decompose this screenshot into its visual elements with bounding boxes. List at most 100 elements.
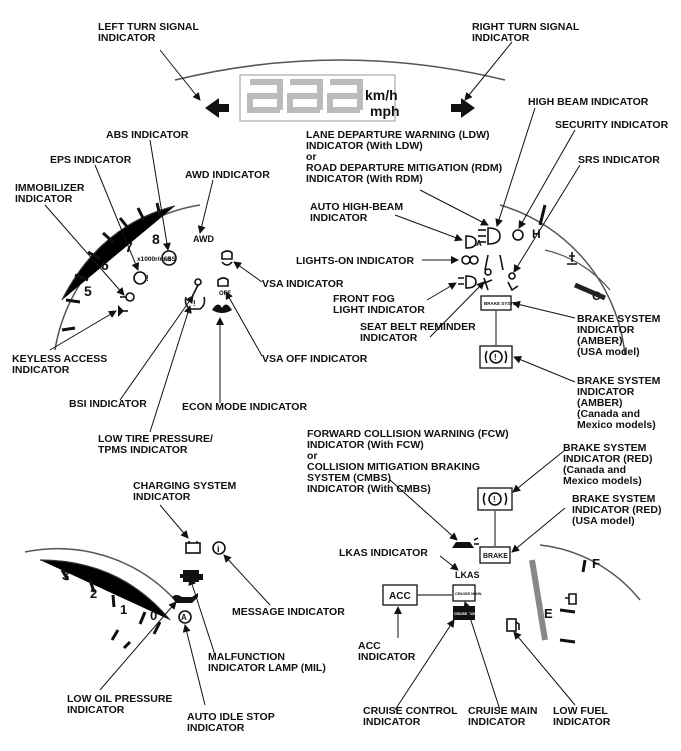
brake-system-amber-usa-icon: BRAKE SYSTEM <box>480 295 520 311</box>
label-line: CHARGING SYSTEM <box>133 480 237 492</box>
label-line: LEFT TURN SIGNAL <box>98 21 199 33</box>
right-icons: A BRAKE SYSTEM ! <box>458 227 524 369</box>
label-eps: EPS INDICATOR <box>50 154 132 166</box>
tachometer: 5 6 7 8 x1000r/min <box>54 202 201 351</box>
svg-text:A: A <box>476 239 482 248</box>
tach-ticks <box>61 202 162 332</box>
coolant-temp-icon <box>567 252 577 265</box>
label-low-tire: LOW TIRE PRESSURE/TPMS INDICATOR <box>98 433 213 456</box>
label-line: INDICATOR (With FCW) <box>307 439 424 451</box>
battery-icon <box>185 541 201 554</box>
label-line: (USA model) <box>577 346 640 358</box>
bsi-icon <box>191 278 202 298</box>
label-line: LOW FUEL <box>553 705 608 717</box>
label-ldw: LANE DEPARTURE WARNING (LDW)INDICATOR (W… <box>306 129 502 185</box>
front-fog-icon <box>458 275 477 289</box>
temp-needle <box>574 282 606 301</box>
label-line: VSA INDICATOR <box>262 278 344 290</box>
svg-text:BRAKE SYSTEM: BRAKE SYSTEM <box>484 301 520 306</box>
engine-icon <box>180 570 203 582</box>
oil-can-icon <box>172 593 198 603</box>
svg-text:CRUISE MAIN: CRUISE MAIN <box>455 591 482 596</box>
label-line: INDICATOR LAMP (MIL) <box>208 662 326 674</box>
speed-unit-mph: mph <box>370 103 400 119</box>
high-beam-icon <box>478 227 501 245</box>
label-line: INDICATOR <box>472 32 530 44</box>
tach-scale-label: x1000r/min <box>137 256 171 263</box>
tach-number-6: 6 <box>101 257 109 273</box>
acc-icon: ACC <box>382 584 418 606</box>
label-line: BSI INDICATOR <box>69 398 147 410</box>
label-line: MALFUNCTION <box>208 651 285 663</box>
svg-text:!: ! <box>493 495 496 504</box>
temperature-gauge: H C <box>499 204 626 356</box>
svg-text:!: ! <box>494 353 497 362</box>
label-line: AUTO IDLE STOP <box>187 711 275 723</box>
vsa-icon <box>221 250 233 266</box>
right-turn-arrow-icon <box>451 98 475 118</box>
label-line: LIGHT INDICATOR <box>333 304 425 316</box>
label-line: INDICATOR <box>363 716 421 728</box>
label-line: FRONT FOG <box>333 293 395 305</box>
label-line: INDICATOR <box>15 193 73 205</box>
temp-h: H <box>532 227 541 241</box>
label-line: Mexico models) <box>577 419 656 431</box>
label-fcw: FORWARD COLLISION WARNING (FCW)INDICATOR… <box>307 428 509 495</box>
label-line: INDICATOR <box>358 651 416 663</box>
label-line: Mexico models) <box>563 475 642 487</box>
label-line: RIGHT TURN SIGNAL <box>472 21 580 33</box>
label-line: TPMS INDICATOR <box>98 444 188 456</box>
low-tire-pressure-icon: ! <box>184 296 206 310</box>
label-abs: ABS INDICATOR <box>106 129 189 141</box>
label-line: IMMOBILIZER <box>15 182 85 194</box>
label-line: COLLISION MITIGATION BRAKING <box>307 461 480 473</box>
leader-arrows <box>44 41 581 711</box>
label-line: LKAS INDICATOR <box>339 547 428 559</box>
svg-text:CRUISE CONTROL: CRUISE CONTROL <box>454 612 486 616</box>
label-vsa-off: VSA OFF INDICATOR <box>262 353 368 365</box>
lower-icons: i A BRAKE ! LKAS ACC CR <box>172 487 520 632</box>
lights-on-icon <box>461 255 479 265</box>
label-line: SECURITY INDICATOR <box>555 119 669 131</box>
label-line: KEYLESS ACCESS <box>12 353 107 365</box>
message-icon: i <box>212 541 226 555</box>
label-line: or <box>307 450 318 462</box>
fuel-e: E <box>544 606 553 621</box>
eps-icon: ! <box>133 271 149 285</box>
label-line: INDICATOR <box>360 332 418 344</box>
label-line: INDICATOR <box>98 32 156 44</box>
svg-text:!: ! <box>193 299 196 308</box>
label-line: INDICATOR <box>577 324 635 336</box>
label-line: ABS INDICATOR <box>106 129 189 141</box>
lower-tachometer: 3 2 1 0 <box>24 547 176 650</box>
label-line: SRS INDICATOR <box>578 154 660 166</box>
svg-text:i: i <box>217 544 220 554</box>
label-line: (AMBER) <box>577 397 623 409</box>
keyless-access-icon <box>118 305 128 317</box>
label-line: FORWARD COLLISION WARNING (FCW) <box>307 428 509 440</box>
label-line: CRUISE MAIN <box>468 705 537 717</box>
label-line: AWD INDICATOR <box>185 169 270 181</box>
ldw-icon <box>484 254 504 271</box>
label-bsi: BSI INDICATOR <box>69 398 147 410</box>
label-line: LANE DEPARTURE WARNING (LDW) <box>306 129 490 141</box>
lower-tach-2: 2 <box>90 586 97 601</box>
label-line: INDICATOR <box>133 491 191 503</box>
label-line: ROAD DEPARTURE MITIGATION (RDM) <box>306 162 502 174</box>
svg-text:ABS: ABS <box>163 257 176 263</box>
label-line: INDICATOR <box>577 386 635 398</box>
label-security: SECURITY INDICATOR <box>555 119 669 131</box>
security-icon <box>512 229 524 241</box>
speedometer-cluster: km/h mph <box>174 59 506 122</box>
